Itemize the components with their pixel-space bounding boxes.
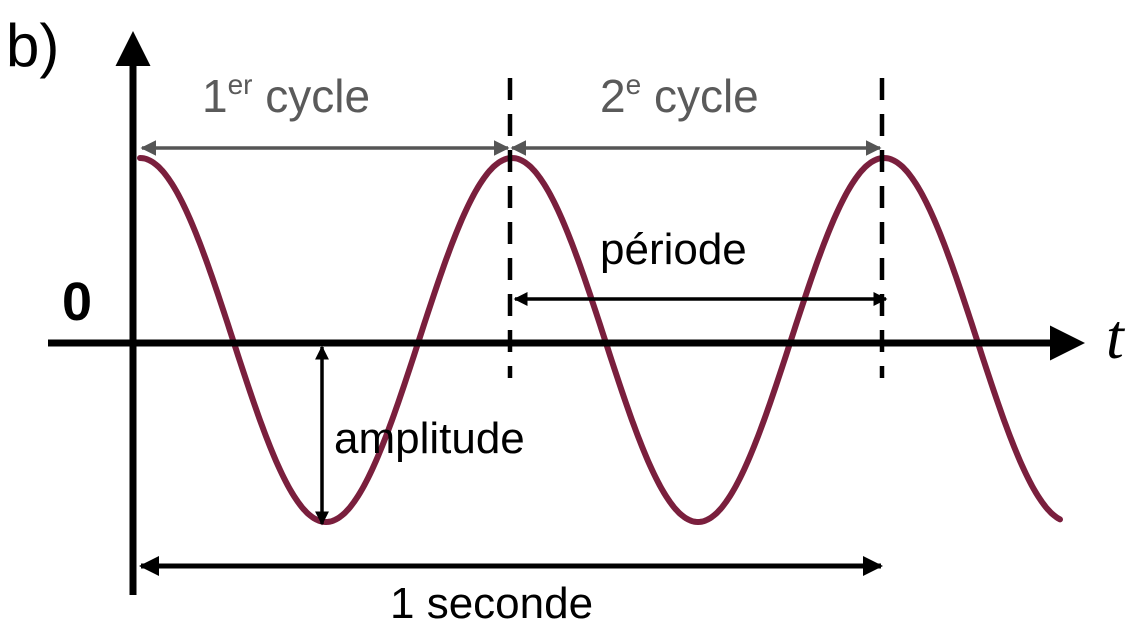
panel-label: b) [6,12,59,79]
one-second-label: 1 seconde [390,579,593,628]
sine-wave-curve [137,155,1063,525]
first-cycle-label: 1er cycle [202,69,370,122]
second-cycle-suffix: e [626,69,642,100]
second-cycle-word: cycle [641,70,759,122]
origin-label: 0 [62,272,92,332]
amplitude-label: amplitude [334,414,525,463]
time-axis-label: t [1106,301,1126,372]
period-label: période [600,225,747,274]
second-cycle-label: 2e cycle [600,69,759,122]
first-cycle-suffix: er [228,69,253,100]
second-cycle-number: 2 [600,70,626,122]
first-cycle-number: 1 [202,70,228,122]
first-cycle-word: cycle [253,70,371,122]
